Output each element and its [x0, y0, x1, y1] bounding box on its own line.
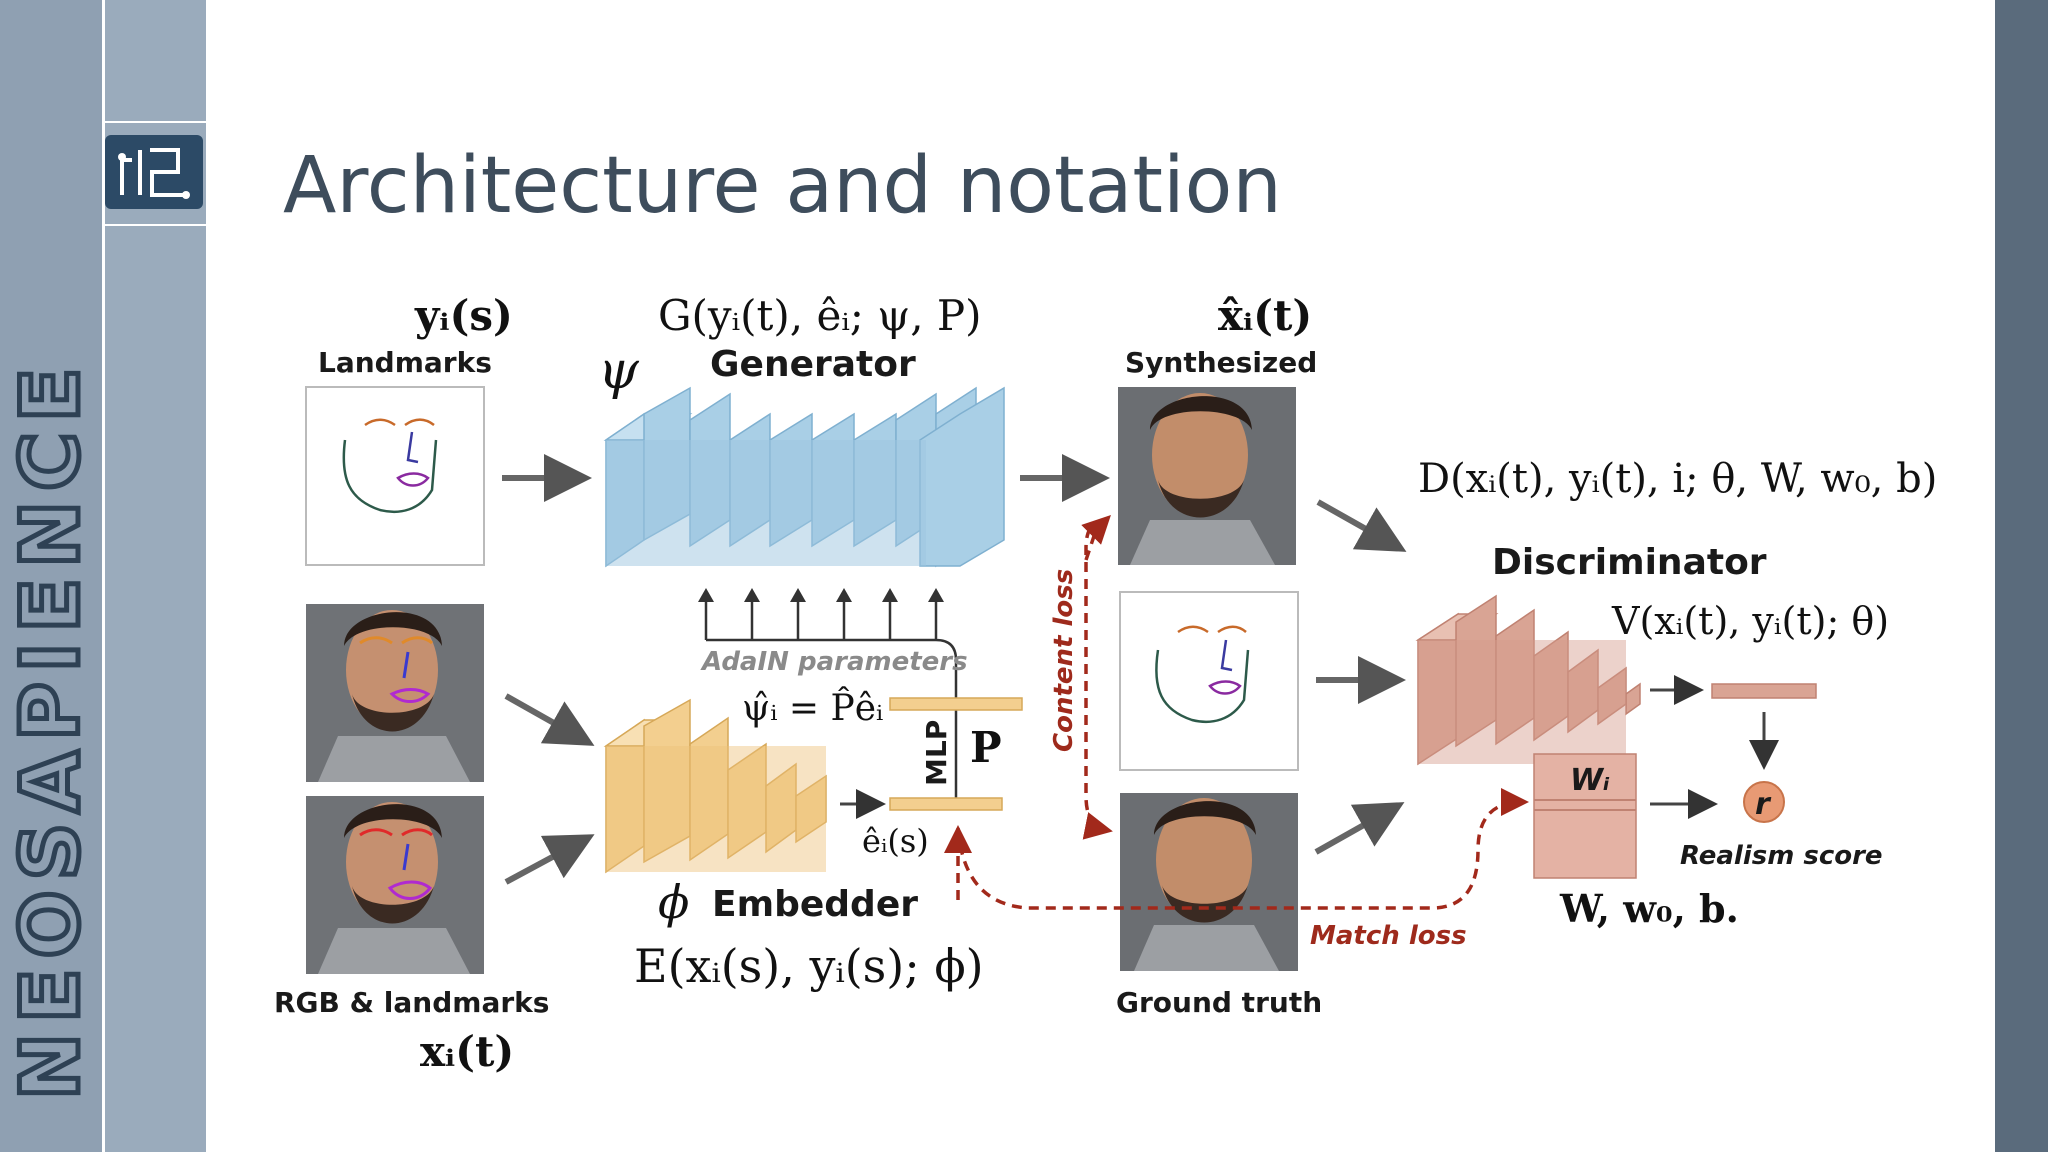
generator-psi: ψ	[598, 341, 640, 401]
discriminator-math: D(xᵢ(t), yᵢ(t), i; θ, W, w₀, b)	[1418, 456, 1937, 502]
rgb-image-2	[306, 796, 484, 974]
rgb-math: xᵢ(t)	[420, 1027, 514, 1076]
embedder-math: E(xᵢ(s), yᵢ(s); ϕ)	[634, 939, 984, 993]
left-band	[0, 0, 102, 1152]
landmarks-image	[305, 386, 485, 566]
wi-block	[1533, 753, 1637, 879]
embedder-block	[603, 698, 827, 874]
realism-symbol: r	[1755, 787, 1772, 822]
discriminator-block	[1415, 594, 1641, 766]
realism-score-node	[1743, 781, 1785, 823]
landmarks-math: yᵢ(s)	[414, 291, 513, 340]
ground-truth-label: Ground truth	[1116, 986, 1322, 1019]
params-math: W, w₀, b.	[1559, 886, 1739, 931]
embedder-label: Embedder	[712, 884, 918, 925]
realism-label: Realism score	[1680, 841, 1883, 871]
mlp-bottom-bar	[889, 797, 1003, 811]
discriminator-output-bar	[1711, 683, 1817, 699]
content-loss-label: Content loss	[1049, 569, 1079, 752]
synthesized-math: x̂ᵢ(t)	[1218, 291, 1312, 340]
discriminator-v-math: V(xᵢ(t), yᵢ(t); θ)	[1611, 599, 1889, 643]
adain-math: ψ̂ᵢ = P̂êᵢ	[742, 686, 883, 729]
ns-logo	[105, 135, 203, 209]
embedding-math: êᵢ(s)	[862, 822, 929, 860]
mlp-p: P	[970, 723, 1002, 772]
generator-label: Generator	[710, 344, 916, 385]
match-loss-path	[956, 788, 1529, 910]
content-loss-path	[1082, 518, 1113, 840]
rgb-image-1	[306, 604, 484, 782]
ground-truth-image	[1120, 793, 1298, 971]
wi-label: Wᵢ	[1570, 763, 1610, 798]
page-title: Architecture and notation	[283, 141, 1282, 231]
brand-text: NEOSAPIENCE	[4, 358, 97, 1101]
rgb-label: RGB & landmarks	[274, 986, 549, 1019]
landmarks-label: Landmarks	[318, 346, 492, 379]
synthesized-image	[1118, 387, 1296, 565]
synthesized-label: Synthesized	[1125, 346, 1317, 379]
mlp-top-bar	[889, 697, 1023, 711]
generator-math: G(yᵢ(t), êᵢ; ψ, P)	[658, 291, 982, 340]
left-band-divider	[102, 0, 105, 1152]
target-landmarks-image	[1119, 591, 1299, 771]
discriminator-label: Discriminator	[1492, 542, 1767, 583]
adain-label: AdaIN parameters	[700, 647, 968, 677]
mlp-label: MLP	[920, 720, 953, 786]
embedder-phi: ϕ	[658, 875, 689, 929]
adain-arrows	[698, 588, 958, 806]
generator-block	[603, 386, 1005, 568]
right-band	[1995, 0, 2048, 1152]
match-loss-label: Match loss	[1310, 921, 1467, 951]
